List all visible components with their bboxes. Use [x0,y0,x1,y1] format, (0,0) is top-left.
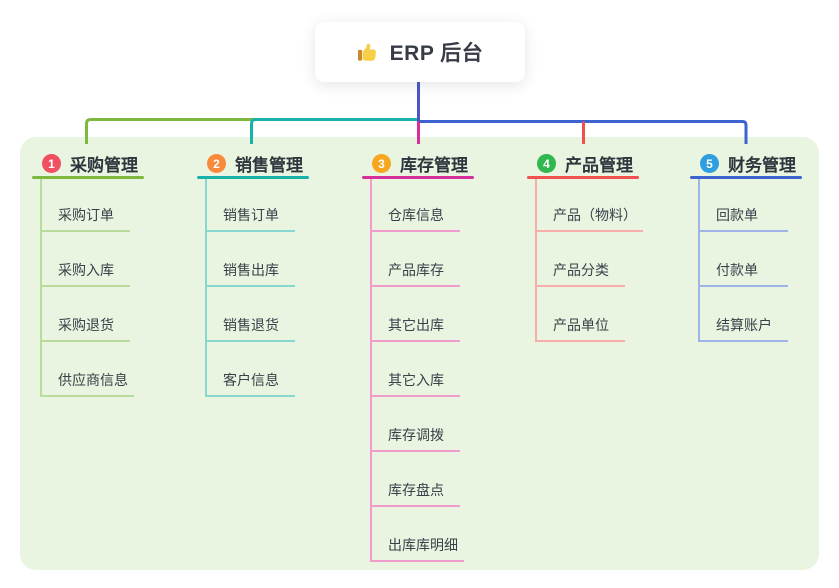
child-node-label: 供应商信息 [58,372,128,388]
branch-title-node[interactable]: 2 销售管理 [197,148,347,179]
child-node-label: 出库库明细 [388,537,458,553]
child-node-label: 回款单 [716,207,758,223]
child-node[interactable]: 库存调拨 [372,397,460,452]
child-node[interactable]: 其它入库 [372,342,460,397]
branch-title-label: 销售管理 [235,156,303,175]
branch-children: 采购订单采购入库采购退货供应商信息 [40,179,134,397]
child-node[interactable]: 销售出库 [207,232,295,287]
child-node-label: 采购退货 [58,317,114,333]
branches-group-panel [20,137,819,570]
branch-number-badge: 3 [372,154,391,173]
child-node[interactable]: 回款单 [700,179,788,232]
branch-column-3: 3 库存管理 仓库信息产品库存其它出库其它入库库存调拨库存盘点出库库明细 [362,148,512,562]
child-node[interactable]: 产品分类 [537,232,625,287]
branch-column-4: 4 产品管理 产品（物料） 产品分类产品单位 [527,148,677,342]
child-node[interactable]: 其它出库 [372,287,460,342]
branch-title-label: 财务管理 [728,156,796,175]
branch-children: 仓库信息产品库存其它出库其它入库库存调拨库存盘点出库库明细 [370,179,464,562]
branch-number-badge: 5 [700,154,719,173]
branch-title-label: 采购管理 [70,156,138,175]
branch-title-node[interactable]: 4 产品管理 [527,148,677,179]
branch-children: 产品（物料） 产品分类产品单位 [535,179,643,342]
branch-column-2: 2 销售管理 销售订单销售出库销售退货客户信息 [197,148,347,397]
child-node[interactable]: 采购订单 [42,179,130,232]
branch-title-label: 库存管理 [400,156,468,175]
branch-underline [527,176,639,179]
child-node-label: 库存盘点 [388,482,444,498]
branch-title-node[interactable]: 5 财务管理 [690,148,839,179]
child-node-label: 采购订单 [58,207,114,223]
branch-title-label: 产品管理 [565,156,633,175]
child-node-label: 其它出库 [388,317,444,333]
child-node[interactable]: 仓库信息 [372,179,460,232]
child-node-label: 客户信息 [223,372,279,388]
child-node[interactable]: 库存盘点 [372,452,460,507]
child-node[interactable]: 付款单 [700,232,788,287]
child-node-label: 产品（物料） [553,207,637,223]
child-node[interactable]: 销售订单 [207,179,295,232]
branch-children: 销售订单销售出库销售退货客户信息 [205,179,295,397]
branch-underline [362,176,474,179]
child-node-label: 库存调拨 [388,427,444,443]
root-node-label: ERP 后台 [389,42,484,65]
branch-number-badge: 4 [537,154,556,173]
branch-column-5: 5 财务管理 回款单付款单结算账户 [690,148,839,342]
child-node-label: 付款单 [716,262,758,278]
child-node[interactable]: 采购退货 [42,287,130,342]
branch-underline [690,176,802,179]
branch-underline [32,176,144,179]
child-node-label: 销售订单 [223,207,279,223]
child-node[interactable]: 产品单位 [537,287,625,342]
child-node[interactable]: 结算账户 [700,287,788,342]
child-node[interactable]: 产品库存 [372,232,460,287]
child-node-label: 其它入库 [388,372,444,388]
branch-children: 回款单付款单结算账户 [698,179,788,342]
branch-title-node[interactable]: 3 库存管理 [362,148,512,179]
child-node-label: 销售出库 [223,262,279,278]
child-node-label: 仓库信息 [388,207,444,223]
branch-column-1: 1 采购管理 采购订单采购入库采购退货供应商信息 [32,148,182,397]
child-node[interactable]: 产品（物料） [537,179,643,232]
child-node[interactable]: 销售退货 [207,287,295,342]
root-node-erp[interactable]: ERP 后台 [315,22,525,82]
child-node-label: 产品分类 [553,262,609,278]
branch-underline [197,176,309,179]
child-node[interactable]: 客户信息 [207,342,295,397]
child-node[interactable]: 供应商信息 [42,342,134,397]
child-node[interactable]: 出库库明细 [372,507,464,562]
branch-number-badge: 1 [42,154,61,173]
thumbs-up-icon [357,41,380,64]
child-node-label: 产品库存 [388,262,444,278]
branch-title-node[interactable]: 1 采购管理 [32,148,182,179]
child-node-label: 采购入库 [58,262,114,278]
child-node-label: 销售退货 [223,317,279,333]
branch-number-badge: 2 [207,154,226,173]
child-node[interactable]: 采购入库 [42,232,130,287]
child-node-label: 结算账户 [716,317,772,333]
child-node-label: 产品单位 [553,317,609,333]
